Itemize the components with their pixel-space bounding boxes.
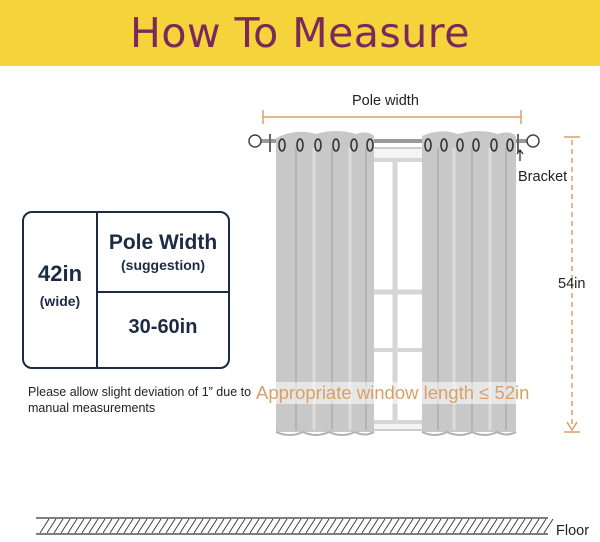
length-label: 54in bbox=[558, 276, 586, 292]
floor-hatch-line bbox=[319, 518, 330, 534]
header-banner: How To Measure bbox=[0, 0, 600, 66]
floor-hatch-line bbox=[109, 518, 120, 534]
floor-hatch-line bbox=[102, 518, 113, 534]
floor-hatch-line bbox=[116, 518, 127, 534]
floor-hatch-line bbox=[494, 518, 505, 534]
size-table: 42in (wide) Pole Width (suggestion) 30-6… bbox=[22, 211, 230, 369]
floor-hatch-line bbox=[529, 518, 540, 534]
floor-hatch-line bbox=[298, 518, 309, 534]
floor-hatch-line bbox=[53, 518, 64, 534]
floor-hatch-line bbox=[256, 518, 267, 534]
length-dimension bbox=[564, 136, 580, 433]
floor-hatch-line bbox=[46, 518, 57, 534]
floor-hatch-line bbox=[277, 518, 288, 534]
floor-hatch-line bbox=[130, 518, 141, 534]
width-value: 42in bbox=[37, 261, 83, 286]
floor-hatch-line bbox=[137, 518, 148, 534]
bracket-arrow bbox=[516, 148, 524, 161]
floor-hatch-line bbox=[522, 518, 533, 534]
floor-hatch-line bbox=[158, 518, 169, 534]
floor-hatch-line bbox=[382, 518, 393, 534]
floor-label: Floor bbox=[556, 523, 590, 539]
floor-hatch-line bbox=[438, 518, 449, 534]
floor-hatch-line bbox=[88, 518, 99, 534]
page-title: How To Measure bbox=[130, 9, 470, 57]
floor-hatch-line bbox=[235, 518, 246, 534]
floor-hatch-line bbox=[284, 518, 295, 534]
rod-finial-right bbox=[526, 134, 540, 148]
size-table-divider-vertical bbox=[96, 213, 98, 367]
floor-hatch-line bbox=[354, 518, 365, 534]
pole-width-label: Pole width bbox=[352, 93, 419, 109]
floor-hatch bbox=[36, 517, 554, 535]
floor-hatch-line bbox=[249, 518, 260, 534]
floor-hatch-line bbox=[410, 518, 421, 534]
pole-width-sub: (suggestion) bbox=[121, 257, 205, 273]
floor-hatch-line bbox=[291, 518, 302, 534]
floor-hatch-line bbox=[228, 518, 239, 534]
floor-hatch-line bbox=[396, 518, 407, 534]
floor-hatch-line bbox=[207, 518, 218, 534]
floor-hatch-line bbox=[305, 518, 316, 534]
pole-width-dimension bbox=[262, 110, 522, 124]
floor-hatch-line bbox=[74, 518, 85, 534]
floor-hatch-line bbox=[144, 518, 155, 534]
floor-hatch-line bbox=[151, 518, 162, 534]
floor-hatch-line bbox=[165, 518, 176, 534]
floor-hatch-line bbox=[312, 518, 323, 534]
floor-hatch-line bbox=[123, 518, 134, 534]
floor-hatch-line bbox=[214, 518, 225, 534]
floor-hatch-line bbox=[242, 518, 253, 534]
floor-hatch-line bbox=[95, 518, 106, 534]
floor-hatch-line bbox=[186, 518, 197, 534]
floor-hatch-line bbox=[417, 518, 428, 534]
pole-width-cell: Pole Width (suggestion) bbox=[98, 231, 228, 273]
floor-hatch-line bbox=[501, 518, 512, 534]
floor-hatch-line bbox=[445, 518, 456, 534]
floor-hatch-line bbox=[466, 518, 477, 534]
floor-hatch-line bbox=[389, 518, 400, 534]
floor-hatch-line bbox=[326, 518, 337, 534]
floor-hatch-line bbox=[193, 518, 204, 534]
floor-hatch-line bbox=[200, 518, 211, 534]
floor-hatch-line bbox=[39, 518, 50, 534]
floor-hatch-line bbox=[263, 518, 274, 534]
floor-hatch-line bbox=[340, 518, 351, 534]
bracket-label: Bracket bbox=[518, 169, 568, 185]
floor-hatch-line bbox=[473, 518, 484, 534]
floor-hatch-line bbox=[347, 518, 358, 534]
floor-hatch-line bbox=[543, 518, 554, 534]
floor-hatch-line bbox=[459, 518, 470, 534]
floor-hatch-line bbox=[431, 518, 442, 534]
width-sub: (wide) bbox=[39, 293, 81, 309]
size-table-divider-horizontal bbox=[96, 291, 228, 293]
floor-hatch-line bbox=[403, 518, 414, 534]
deviation-note: Please allow slight deviation of 1” due … bbox=[28, 385, 252, 415]
floor-hatch-line bbox=[375, 518, 386, 534]
width-cell: 42in (wide) bbox=[24, 261, 96, 309]
floor-hatch-line bbox=[452, 518, 463, 534]
floor-hatch-line bbox=[480, 518, 491, 534]
window-length-label: Appropriate window length ≤ 52in bbox=[256, 382, 530, 404]
floor-hatch-line bbox=[536, 518, 547, 534]
floor-hatch-line bbox=[67, 518, 78, 534]
floor-hatch-line bbox=[333, 518, 344, 534]
pole-range-value: 30-60in bbox=[128, 316, 198, 338]
floor-hatch-line bbox=[179, 518, 190, 534]
floor-hatch-line bbox=[81, 518, 92, 534]
floor-hatch-line bbox=[508, 518, 519, 534]
floor-hatch-line bbox=[368, 518, 379, 534]
floor-hatch-line bbox=[487, 518, 498, 534]
pole-width-title: Pole Width bbox=[108, 231, 218, 254]
floor-hatch-line bbox=[60, 518, 71, 534]
floor-hatch-line bbox=[515, 518, 526, 534]
floor-hatch-line bbox=[172, 518, 183, 534]
floor-hatch-line bbox=[270, 518, 281, 534]
floor-hatch-line bbox=[424, 518, 435, 534]
floor-hatch-line bbox=[361, 518, 372, 534]
rod-finial-left bbox=[248, 134, 262, 148]
floor-hatch-line bbox=[221, 518, 232, 534]
curtain-panel-left bbox=[275, 131, 375, 436]
